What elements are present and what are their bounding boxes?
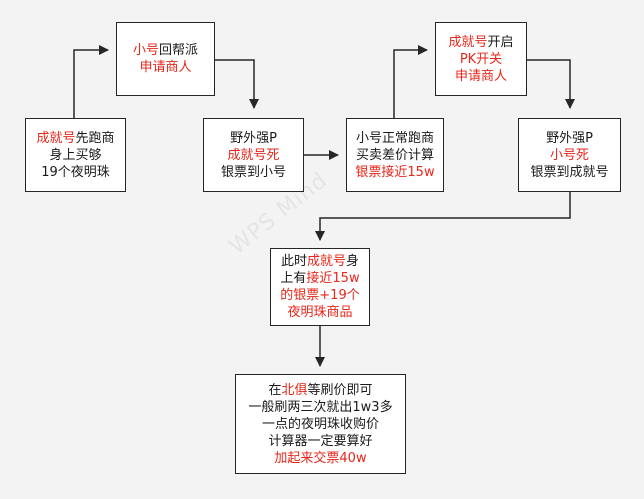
highlight-text: 接近15w	[306, 271, 360, 286]
node-text-line: 一般刷两三次就出1w3多	[248, 399, 392, 416]
highlight-text: 银票接近15w	[355, 164, 435, 180]
node-text: 先跑商	[75, 130, 115, 146]
node-text: 小号正常跑商	[355, 130, 434, 146]
node-text-line: 在北俱等刷价即可	[248, 382, 392, 399]
highlight-text: 申请商人	[139, 60, 192, 75]
node-text-line: 一点的夜明珠收购价	[248, 416, 392, 433]
node-text: 野外强P	[230, 130, 277, 146]
highlight-text: 小号	[132, 43, 159, 58]
node-text: 在	[268, 382, 282, 398]
connector-n1-n2	[73, 45, 109, 118]
highlight-text: 成就号	[306, 254, 346, 269]
node-text-line: 小号回帮派	[133, 42, 198, 59]
highlight-text: 成就号	[36, 130, 76, 146]
node-text-line: 上有接近15w	[280, 270, 359, 287]
node-text-line: 加起来交票40w	[248, 450, 392, 467]
node-text: 上有	[280, 271, 307, 286]
connector-n4-n5	[393, 45, 428, 118]
highlight-text: 小号死	[549, 147, 589, 163]
highlight-text: 成就号死	[227, 147, 280, 163]
node-text-line: 野外强P	[221, 130, 286, 147]
node-text: 回帮派	[159, 43, 199, 58]
node-text-line: 此时成就号身	[280, 253, 359, 270]
highlight-text: 夜明珠商品	[287, 305, 353, 320]
highlight-text: 的银票+19个	[280, 288, 360, 303]
node-text-line: 的银票+19个	[280, 287, 359, 304]
node-text: 一点的夜明珠收购价	[261, 416, 379, 432]
node-text: 19个夜明珠	[41, 164, 110, 180]
node-text: 计算器一定要算好	[268, 433, 373, 449]
node-text-line: 申请商人	[133, 59, 198, 76]
node-text-line: 申请商人	[448, 68, 513, 85]
node-text: 野外强P	[546, 130, 593, 146]
node-text-line: 小号死	[530, 147, 608, 164]
node-text-line: 野外强P	[530, 130, 608, 147]
node-text: 身上买够	[49, 147, 102, 163]
node-text-line: PK开关	[448, 51, 513, 68]
node-text-line: 成就号先跑商	[36, 130, 114, 147]
node-text-line: 计算器一定要算好	[248, 433, 392, 450]
node-text-line: 买卖差价计算	[355, 147, 434, 164]
node-text: 此时	[280, 254, 307, 269]
connector-n2-n3	[213, 59, 259, 109]
highlight-text: PK开关	[459, 51, 503, 67]
connector-n5-n6	[527, 59, 575, 109]
step-node-alt-trading: 小号正常跑商买卖差价计算银票接近15w	[346, 118, 444, 192]
highlight-text: 申请商人	[454, 68, 507, 84]
node-text: 买卖差价计算	[355, 147, 434, 163]
step-node-wait-price-refresh: 在北俱等刷价即可一般刷两三次就出1w3多一点的夜明珠收购价计算器一定要算好加起来…	[235, 374, 406, 474]
node-text-line: 银票到成就号	[530, 164, 608, 181]
highlight-text: 北俱	[281, 382, 308, 398]
step-node-apply-merchant-alt: 小号回帮派申请商人	[116, 22, 215, 96]
node-text-line: 成就号开启	[448, 34, 513, 51]
highlight-text: 成就号	[448, 34, 488, 50]
node-text-line: 19个夜明珠	[36, 164, 114, 181]
highlight-text: 加起来交票40w	[274, 450, 367, 466]
node-text: 银票到成就号	[530, 164, 609, 180]
node-text-line: 小号正常跑商	[355, 130, 434, 147]
node-text-line: 银票接近15w	[355, 164, 434, 181]
node-text: 开启	[487, 34, 514, 50]
node-text-line: 银票到小号	[221, 164, 286, 181]
node-text: 银票到小号	[220, 164, 286, 180]
node-text-line: 成就号死	[221, 147, 286, 164]
node-text: 一般刷两三次就出1w3多	[248, 399, 393, 415]
connector-n6-n7	[315, 192, 571, 241]
node-text: 等刷价即可	[307, 382, 373, 398]
node-text-line: 夜明珠商品	[280, 304, 359, 321]
node-text-line: 身上买够	[36, 147, 114, 164]
node-text: 身	[346, 254, 360, 269]
